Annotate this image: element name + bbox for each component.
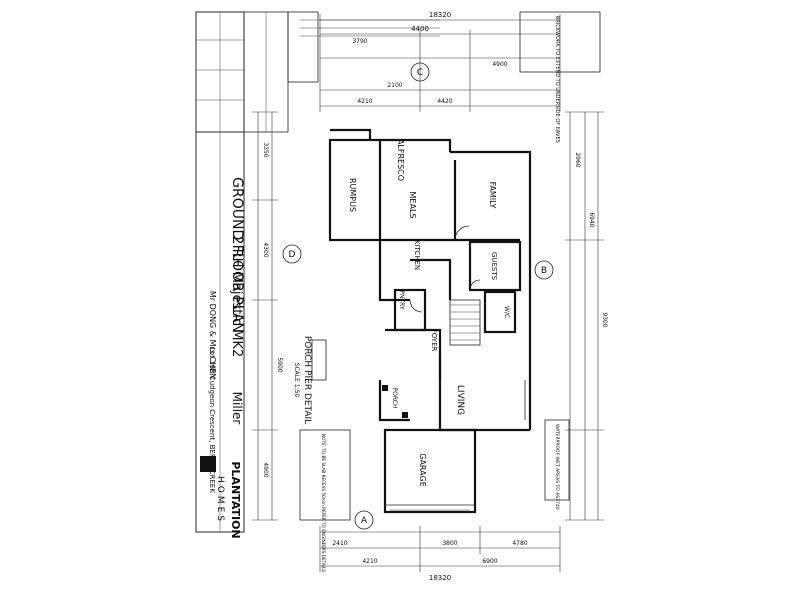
room-family: FAMILY [488, 182, 497, 209]
dim-top-e: 4210 [357, 98, 372, 105]
room-pantry: PNTRY [398, 290, 405, 310]
garage-note-box: NOTE: TO BE SLAB RECESS 50mm REFER TO EN… [299, 429, 351, 572]
dim-bottom-b: 6900 [482, 558, 497, 565]
porch-pier-detail: PORCH PIER DETAIL SCALE 1:50 [293, 336, 327, 424]
builder-name: Miller [230, 392, 244, 425]
dim-bottom-a: 4210 [362, 558, 377, 565]
dim-top-b: 3790 [352, 38, 367, 45]
title-block: GROUND FLOOR PLAN 2 RH Majestic MK2 Mr D… [195, 11, 319, 539]
dim-top-d: 2100 [387, 82, 402, 89]
dim-bottom-e: 3800 [442, 540, 457, 547]
room-foyer: FOYER [430, 329, 438, 352]
dim-left-d: 4900 [262, 462, 269, 477]
dim-left-c: 5900 [276, 357, 283, 372]
bathroom-note: WATERPROOF WET AREAS TO AS3740 [554, 424, 560, 510]
dimensions-left: 3350 4300 5900 4900 [252, 111, 283, 521]
room-wc: W/C [503, 306, 510, 318]
porch-detail-title: PORCH PIER DETAIL [302, 336, 312, 424]
grid-marker-d-label: D [289, 250, 296, 260]
room-labels: ALFRESCO FAMILY MEALS RUMPUS KITCHEN GUE… [348, 139, 510, 487]
grid-marker-b-label: B [541, 266, 547, 276]
porch-detail-scale: SCALE 1:50 [293, 363, 300, 398]
room-garage: GARAGE [418, 453, 427, 487]
grid-marker-d: D [282, 244, 302, 264]
grid-marker-b: B [534, 260, 554, 280]
room-kitchen: KITCHEN [413, 240, 421, 270]
sheet-number: 2 [229, 236, 245, 245]
garage-note: NOTE: TO BE SLAB RECESS 50mm REFER TO EN… [321, 434, 326, 572]
room-rumpus: RUMPUS [348, 178, 357, 212]
floor-plan [328, 128, 532, 514]
dim-top-overall: 18320 [429, 11, 451, 19]
dim-right-a: 2960 [574, 152, 581, 167]
lot-address: Lot 188 Cudgeon Crescent, BERRY CREEK [208, 347, 216, 493]
grid-marker-a: A [354, 510, 374, 530]
dim-bottom-d: 2410 [332, 540, 347, 547]
room-meals: MEALS [408, 192, 417, 219]
brand-logo: PLANTATION HOMES [200, 456, 242, 539]
brand-name: PLANTATION [229, 461, 242, 538]
dim-bottom-overall: 18320 [429, 574, 451, 582]
dimensions-top: 18320 4400 3790 4900 2100 4210 4420 [319, 11, 561, 112]
design-name: RH Majestic MK2 [229, 249, 244, 358]
grid-marker-c: C [410, 62, 430, 82]
dimensions-bottom: 2410 3800 4780 4210 6900 18320 [319, 526, 561, 582]
plan-title: GROUND FLOOR PLAN [229, 177, 245, 333]
dim-top-f: 4420 [437, 98, 452, 105]
dim-right-c: 9300 [601, 312, 608, 327]
dim-top-c: 4900 [492, 61, 507, 68]
dim-left-a: 3350 [262, 142, 269, 157]
room-guests: GUESTS [490, 252, 498, 281]
dim-left-b: 4300 [262, 242, 269, 257]
dim-top-a: 4400 [411, 25, 429, 33]
dim-right-b: 6940 [588, 212, 595, 227]
bathroom-note-box: WATERPROOF WET AREAS TO AS3740 [544, 419, 570, 510]
client-name: Mr DONG & Mrs CHEN [208, 291, 217, 379]
room-alfresco: ALFRESCO [396, 139, 405, 181]
brand-sub: HOMES [215, 476, 225, 524]
stairs [449, 299, 481, 346]
room-living: LIVING [455, 385, 465, 415]
grid-marker-c-label: C [417, 68, 423, 78]
grid-marker-a-label: A [361, 516, 368, 526]
top-note: BRICKWORK TO EXTEND TO UNDERSIDE OF EAVE… [554, 16, 560, 143]
dimensions-right: 2960 6940 9300 [565, 111, 608, 521]
room-porch: PORCH [391, 388, 398, 409]
dim-bottom-c: 4780 [512, 540, 527, 547]
